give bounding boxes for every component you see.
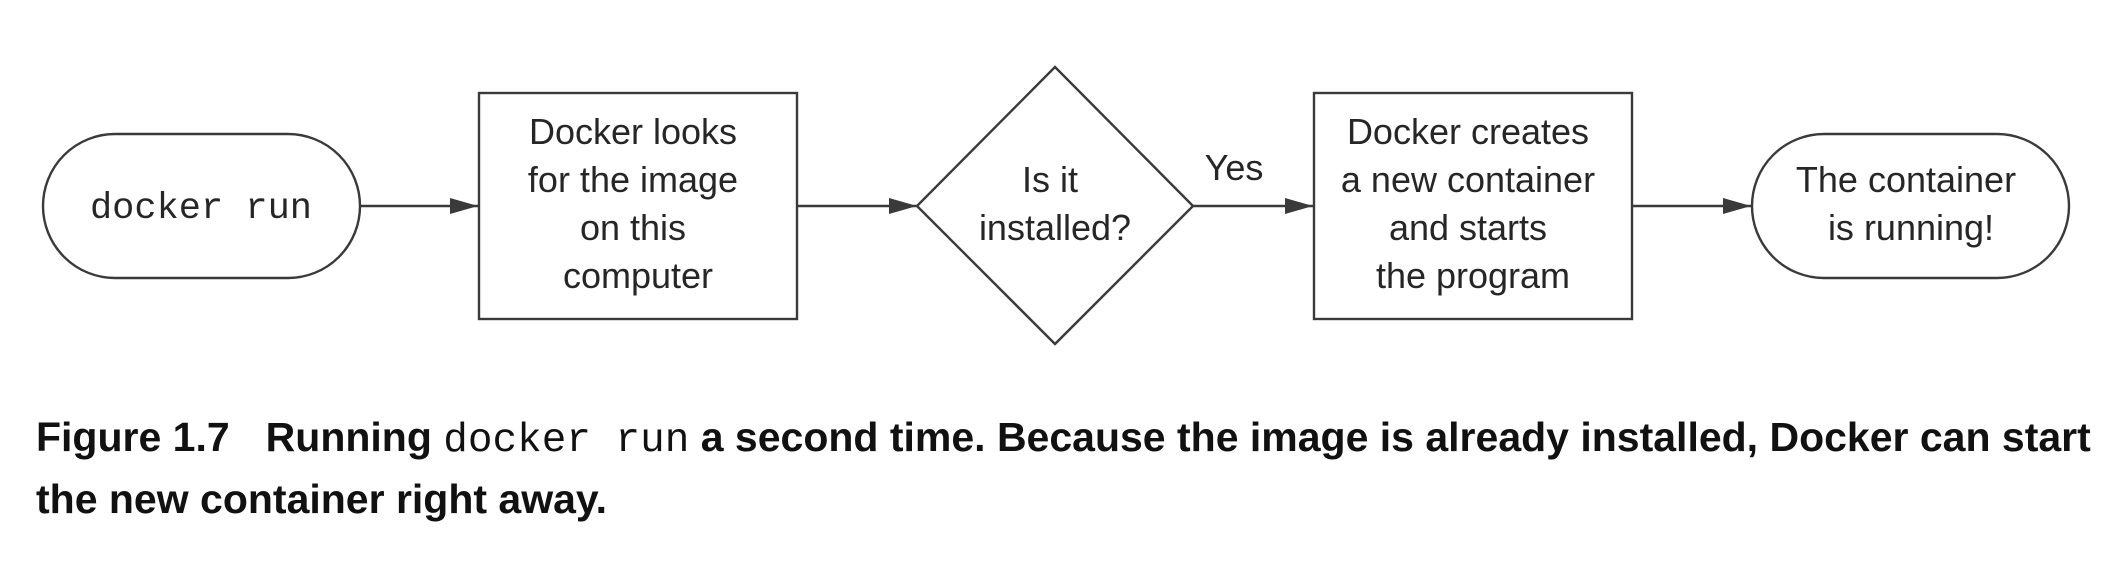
node-create-line-2: a new container bbox=[1341, 159, 1595, 200]
caption-text-after-code: a second time. Because the image is alre… bbox=[36, 414, 2091, 522]
node-look-line-2: for the image bbox=[528, 159, 738, 200]
node-create-line-4: the program bbox=[1376, 255, 1570, 296]
arrowhead-icon bbox=[889, 198, 917, 214]
figure-caption: Figure 1.7 Running docker run a second ti… bbox=[36, 408, 2096, 528]
svg-text:The container is running: The container is running! bbox=[1796, 159, 2026, 248]
node-look-line-1: Docker looks bbox=[529, 111, 737, 152]
node-decision-diamond: Is it installed? bbox=[915, 65, 1195, 346]
node-create-line-1: Docker creates bbox=[1347, 111, 1589, 152]
arrowhead-icon bbox=[1723, 198, 1751, 214]
figure-number: Figure 1.7 bbox=[36, 414, 230, 460]
node-look-process: Docker looks for the image on this compu… bbox=[477, 91, 799, 321]
node-create-line-3: and starts bbox=[1389, 207, 1547, 248]
node-decision-line-1: Is it bbox=[1022, 159, 1078, 200]
node-start-line-1: docker run bbox=[90, 188, 312, 230]
node-look-line-3: on this bbox=[580, 207, 686, 248]
svg-text:Docker creates a new con: Docker creates a new container and start… bbox=[1341, 111, 1605, 296]
node-end-line-2: is running! bbox=[1828, 207, 1994, 248]
node-decision-line-2: installed? bbox=[979, 207, 1131, 248]
caption-code: docker run bbox=[443, 418, 690, 464]
svg-text:Docker looks for the ima: Docker looks for the image on this compu… bbox=[528, 111, 748, 296]
edge-decision-to-create: Yes bbox=[1193, 147, 1313, 214]
edge-label-yes: Yes bbox=[1205, 147, 1264, 188]
edge-look-to-decision bbox=[797, 198, 917, 214]
svg-text:docker run: docker run bbox=[90, 188, 312, 230]
node-look-line-4: computer bbox=[563, 255, 713, 296]
node-create-process: Docker creates a new container and start… bbox=[1312, 91, 1634, 321]
node-end-terminal: The container is running! bbox=[1750, 132, 2071, 280]
arrowhead-icon bbox=[450, 198, 478, 214]
edge-create-to-end bbox=[1632, 198, 1751, 214]
svg-text:Is it installed?: Is it installed? bbox=[979, 159, 1131, 248]
caption-text-before-code: Running bbox=[265, 414, 444, 460]
node-end-line-1: The container bbox=[1796, 159, 2016, 200]
edge-start-to-look bbox=[361, 198, 478, 214]
arrowhead-icon bbox=[1285, 198, 1313, 214]
node-start-terminal: docker run bbox=[41, 132, 362, 280]
